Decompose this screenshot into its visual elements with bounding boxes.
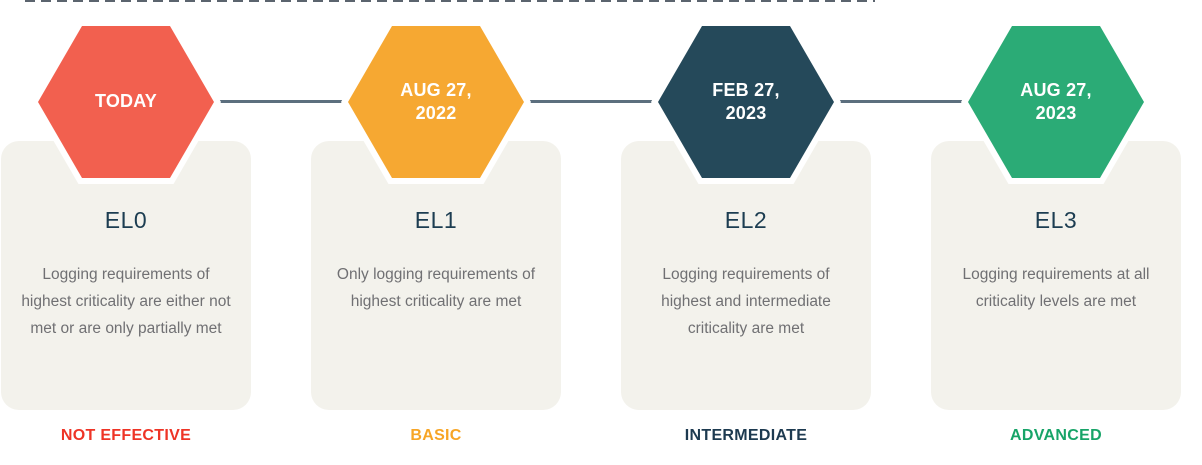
level-title: EL1: [414, 207, 458, 233]
stage-el0: TODAY EL0 Logging requirements of highes…: [1, 0, 251, 445]
timeline-connector-line: [126, 100, 1056, 103]
level-card-el0: EL0 Logging requirements of highest crit…: [1, 141, 251, 410]
level-card-el2: EL2 Logging requirements of highest and …: [621, 141, 871, 410]
stage-el3: AUG 27, 2023 EL3 Logging requirements at…: [931, 0, 1181, 445]
stage-el1: AUG 27, 2022 EL1 Only logging requiremen…: [311, 0, 561, 445]
level-description: Logging requirements at all criticality …: [962, 266, 1150, 310]
level-title: EL0: [104, 207, 148, 233]
level-title: EL2: [724, 207, 768, 233]
status-label-not-effective: NOT EFFECTIVE: [60, 427, 192, 444]
milestone-date: FEB 27, 2023: [712, 79, 780, 123]
level-description: Only logging requirements of highest cri…: [336, 266, 536, 310]
hexagon-fill: TODAY: [38, 26, 214, 178]
hexagon-fill: AUG 27, 2023: [968, 26, 1144, 178]
status-label-advanced: ADVANCED: [1010, 427, 1102, 444]
level-title: EL3: [1034, 207, 1078, 233]
level-card-el3: EL3 Logging requirements at all critical…: [931, 141, 1181, 410]
level-description: Logging requirements of highest critical…: [21, 266, 231, 337]
timeline-stages-row: TODAY EL0 Logging requirements of highes…: [1, 0, 1181, 445]
milestone-hexagon-today: TODAY: [31, 20, 221, 184]
top-dashed-divider: [25, 0, 875, 2]
status-label-basic: BASIC: [410, 427, 462, 444]
milestone-date: TODAY: [94, 91, 158, 112]
hexagon-fill: FEB 27, 2023: [658, 26, 834, 178]
milestone-date: AUG 27, 2023: [1020, 79, 1092, 123]
level-description: Logging requirements of highest and inte…: [661, 266, 831, 337]
stage-el2: FEB 27, 2023 EL2 Logging requirements of…: [621, 0, 871, 445]
level-card-el1: EL1 Only logging requirements of highest…: [311, 141, 561, 410]
milestone-date: AUG 27, 2022: [400, 79, 472, 123]
hexagon-fill: AUG 27, 2022: [348, 26, 524, 178]
milestone-hexagon-feb-27-2023: FEB 27, 2023: [651, 20, 841, 184]
status-label-intermediate: INTERMEDIATE: [684, 427, 808, 444]
